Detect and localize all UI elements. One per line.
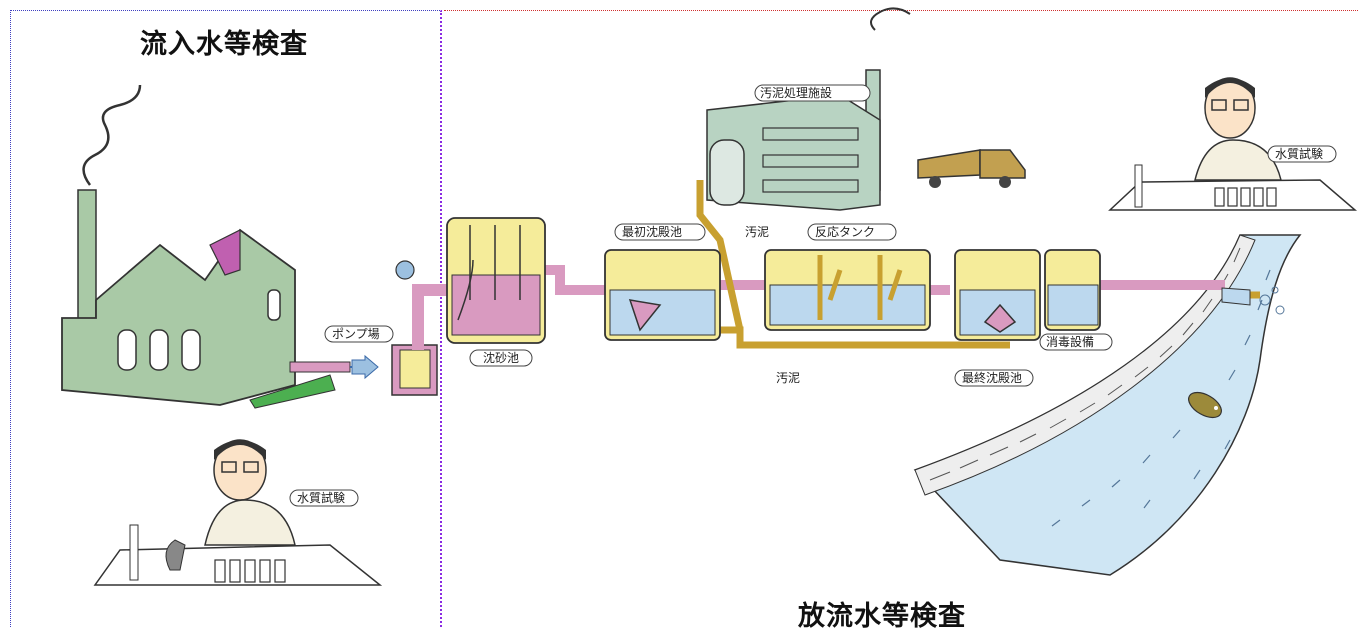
sludge-treatment-label: 汚泥処理施設: [760, 85, 832, 100]
grit-chamber: [446, 217, 546, 367]
scientist-left: [93, 439, 383, 586]
sludge-label-bottom: 汚泥: [776, 371, 800, 385]
primary-sedimentation-label: 最初沈殿池: [622, 224, 682, 239]
pump-station-label: ポンプ場: [332, 327, 380, 341]
sludge-treatment-building: [706, 7, 911, 211]
final-sedimentation-label: 最終沈殿池: [962, 370, 1022, 385]
process-pipe: [545, 265, 1225, 295]
fish-icon: [1188, 391, 1222, 419]
outfall-splash: [1221, 286, 1285, 315]
influent-section-frame: [10, 10, 442, 627]
reaction-tank: [764, 223, 931, 331]
primary-sedimentation-tank: [604, 223, 721, 341]
influent-pipe: [289, 354, 379, 380]
final-sedimentation-tank: [954, 249, 1041, 387]
reaction-tank-label: 反応タンク: [815, 225, 875, 239]
water-test-label-right: 水質試験: [1275, 146, 1323, 161]
factory-building: [61, 84, 336, 409]
grit-chamber-label: 沈砂池: [483, 350, 519, 365]
water-test-label-left: 水質試験: [297, 490, 345, 505]
pump-station: [324, 260, 450, 396]
disinfection-label: 消毒設備: [1046, 334, 1094, 349]
dump-truck-icon: [917, 149, 1026, 188]
disinfection-facility: [1039, 249, 1113, 351]
scientist-right: [1108, 77, 1358, 211]
sludge-label-top: 汚泥: [745, 225, 769, 239]
influent-section-title: 流入水等検査: [140, 29, 308, 60]
